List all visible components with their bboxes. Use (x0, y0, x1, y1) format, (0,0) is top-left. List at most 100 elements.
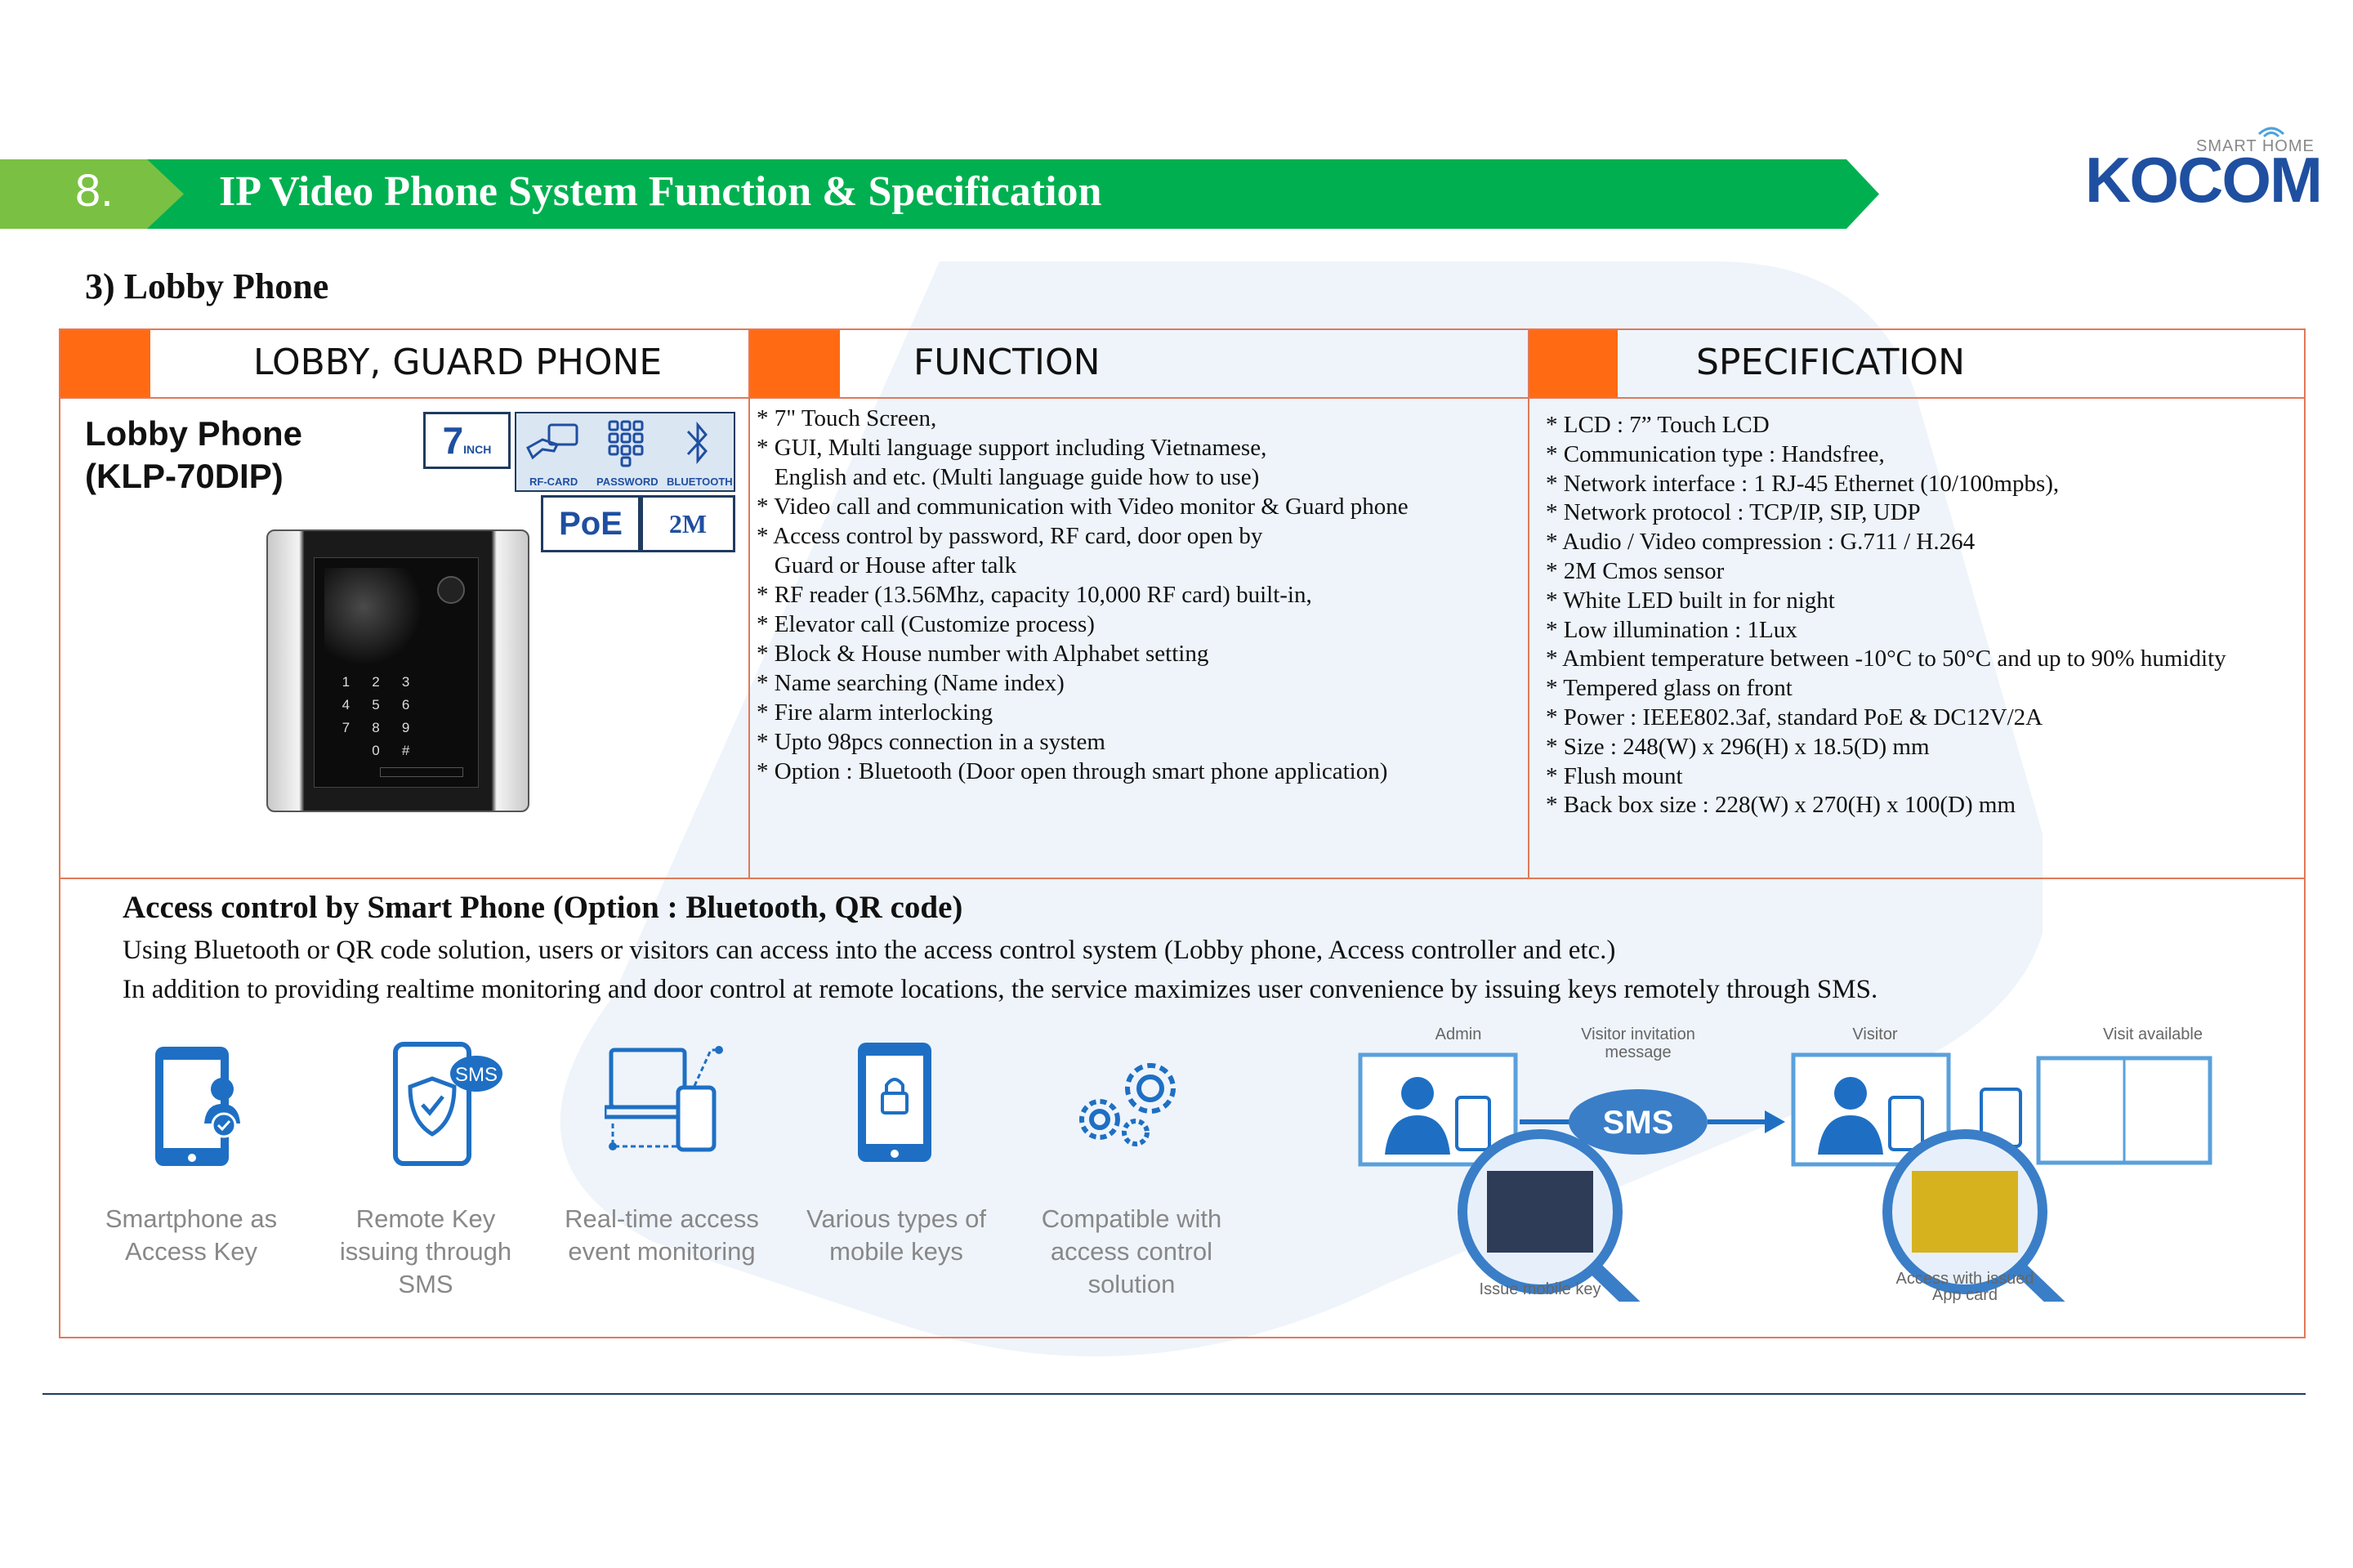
access-issued-line: Access with issued (1895, 1270, 2034, 1288)
spec-item: * Communication type : Handsfree, (1546, 440, 1885, 467)
key-5: 5 (372, 697, 380, 713)
spec-item: * Ambient temperature between -10°C to 5… (1546, 646, 2226, 672)
diagram-graphics: SMS (1358, 1052, 2212, 1302)
spec-item: * White LED built in for night (1546, 587, 1835, 614)
footer-divider (42, 1393, 2306, 1395)
device-screen: 1 2 3 4 5 6 7 8 9 0 # (314, 557, 479, 788)
sms-badge-text: SMS (455, 1064, 498, 1086)
specification-list: * LCD : 7” Touch LCD* Communication type… (1546, 411, 2226, 820)
feature-caption-remote-key: Remote Key issuing through SMS (319, 1203, 532, 1301)
keypad-icon (608, 420, 644, 467)
access-description-1: Using Bluetooth or QR code solution, use… (123, 936, 1616, 965)
header-divider (60, 397, 2304, 399)
smartphone-key-icon (155, 1047, 240, 1166)
caption-line: mobile keys (829, 1237, 963, 1266)
access-title: Access control by Smart Phone (Option : … (123, 890, 963, 925)
function-item: Guard or House after talk (757, 552, 1017, 579)
monitor-devices-icon (605, 1046, 723, 1152)
diagram-access-issued-label: Access with issued App card (1883, 1271, 2047, 1303)
diagram-sms-text: SMS (1603, 1105, 1674, 1141)
caption-line: Compatible with (1041, 1204, 1222, 1233)
spec-item: * LCD : 7” Touch LCD (1546, 412, 1770, 438)
access-issued-line: App card (1931, 1286, 1998, 1304)
section-number: 8. (75, 164, 114, 216)
diagram-issue-key-label: Issue mobile key (1479, 1280, 1601, 1298)
access-description-2: In addition to providing realtime monito… (123, 975, 1878, 1004)
title-banner (147, 159, 1879, 229)
function-item: * Fire alarm interlocking (757, 699, 993, 726)
function-item: * Video call and communication with Vide… (757, 494, 1409, 520)
key-blank (331, 743, 361, 759)
spec-item: * Size : 248(W) x 296(H) x 18.5(D) mm (1546, 733, 1930, 760)
screen-size-badge: 7INCH (423, 412, 511, 469)
caption-line: Various types of (806, 1204, 986, 1233)
caption-line: Real-time access (565, 1204, 759, 1233)
key-7: 7 (342, 720, 350, 735)
spec-item: * Network interface : 1 RJ-45 Ethernet (… (1546, 470, 2060, 497)
password-label: PASSWORD (596, 476, 659, 488)
wifi-icon (2257, 127, 2285, 138)
sms-shield-icon: SMS (393, 1042, 502, 1166)
access-process-diagram: Admin Visitor invitation message Visitor… (1352, 1025, 2235, 1303)
product-name-line1: Lobby Phone (85, 414, 302, 453)
bluetooth-icon (686, 421, 708, 465)
function-item: * Access control by password, RF card, d… (757, 523, 1263, 549)
logo: KOCOM (2085, 144, 2323, 216)
spec-item: * Power : IEEE802.3af, standard PoE & DC… (1546, 704, 2043, 730)
feature-caption-smartphone-key: Smartphone as Access Key (85, 1203, 297, 1268)
caption-line: Remote Key (355, 1204, 496, 1233)
function-item: * Block & House number with Alphabet set… (757, 641, 1209, 667)
column-divider-2 (1528, 330, 1529, 879)
device-keypad: 1 2 3 4 5 6 7 8 9 0 # (331, 674, 421, 759)
feature-caption-realtime: Real-time access event monitoring (556, 1203, 768, 1268)
column-header-specification: SPECIFICATION (1696, 342, 1966, 383)
key-4: 4 (342, 697, 350, 713)
function-item: * RF reader (13.56Mhz, capacity 10,000 R… (757, 582, 1312, 608)
lobby-phone-device: 1 2 3 4 5 6 7 8 9 0 # (266, 529, 529, 812)
spec-item: * Tempered glass on front (1546, 675, 1793, 702)
function-item: * 7" Touch Screen, (757, 405, 937, 431)
logo-tagline: SMART HOME (2196, 137, 2315, 155)
invitation-line: message (1605, 1043, 1672, 1061)
feature-caption-mobile-keys: Various types of mobile keys (790, 1203, 1002, 1268)
rf-card-icon (526, 423, 578, 460)
caption-line: solution (1087, 1270, 1176, 1298)
header-accent-spec (1528, 330, 1618, 397)
function-item: * Option : Bluetooth (Door open through … (757, 758, 1388, 784)
key-2: 2 (372, 674, 380, 690)
function-item: * Upto 98pcs connection in a system (757, 729, 1105, 755)
column-header-function: FUNCTION (913, 342, 1101, 383)
diagram-invitation-label: Visitor invitation message (1556, 1025, 1720, 1061)
key-hash: # (401, 743, 410, 758)
diagram-visit-available-label: Visit available (2103, 1025, 2203, 1043)
rf-card-label: RF-CARD (529, 476, 578, 488)
header-accent-product (60, 330, 150, 397)
screen-size-value: 7 (442, 419, 464, 462)
card-reader-slot (380, 767, 463, 777)
caption-line: Smartphone as (105, 1204, 278, 1233)
diagram-admin-label: Admin (1435, 1025, 1482, 1043)
spec-table: LOBBY, GUARD PHONE FUNCTION SPECIFICATIO… (59, 328, 2306, 1338)
product-name: Lobby Phone (KLP-70DIP) (85, 413, 302, 498)
header-accent-function (750, 330, 840, 397)
feature-badge-group: RF-CARD PASSWORD BLUETOOTH (515, 412, 735, 492)
section-number-block (0, 159, 188, 229)
column-header-product: LOBBY, GUARD PHONE (253, 342, 663, 383)
spec-item: * 2M Cmos sensor (1546, 557, 1725, 584)
invitation-line: Visitor invitation (1581, 1025, 1695, 1043)
column-divider-1 (748, 330, 750, 879)
function-item: * GUI, Multi language support including … (757, 435, 1267, 461)
mobile-lock-icon (858, 1043, 931, 1162)
spec-item: * Audio / Video compression : G.711 / H.… (1546, 529, 1976, 556)
key-6: 6 (401, 697, 410, 713)
key-0: 0 (372, 743, 380, 758)
camera-2m-badge: 2M (641, 495, 735, 552)
screen-size-unit: INCH (463, 443, 492, 456)
caption-line: SMS (398, 1270, 453, 1298)
key-3: 3 (401, 674, 410, 690)
caption-line: Access Key (125, 1237, 257, 1266)
poe-badge: PoE (541, 495, 641, 552)
spec-item: * Flush mount (1546, 762, 1683, 789)
spec-item: * Low illumination : 1Lux (1546, 616, 1797, 643)
caption-line: issuing through (339, 1237, 512, 1266)
